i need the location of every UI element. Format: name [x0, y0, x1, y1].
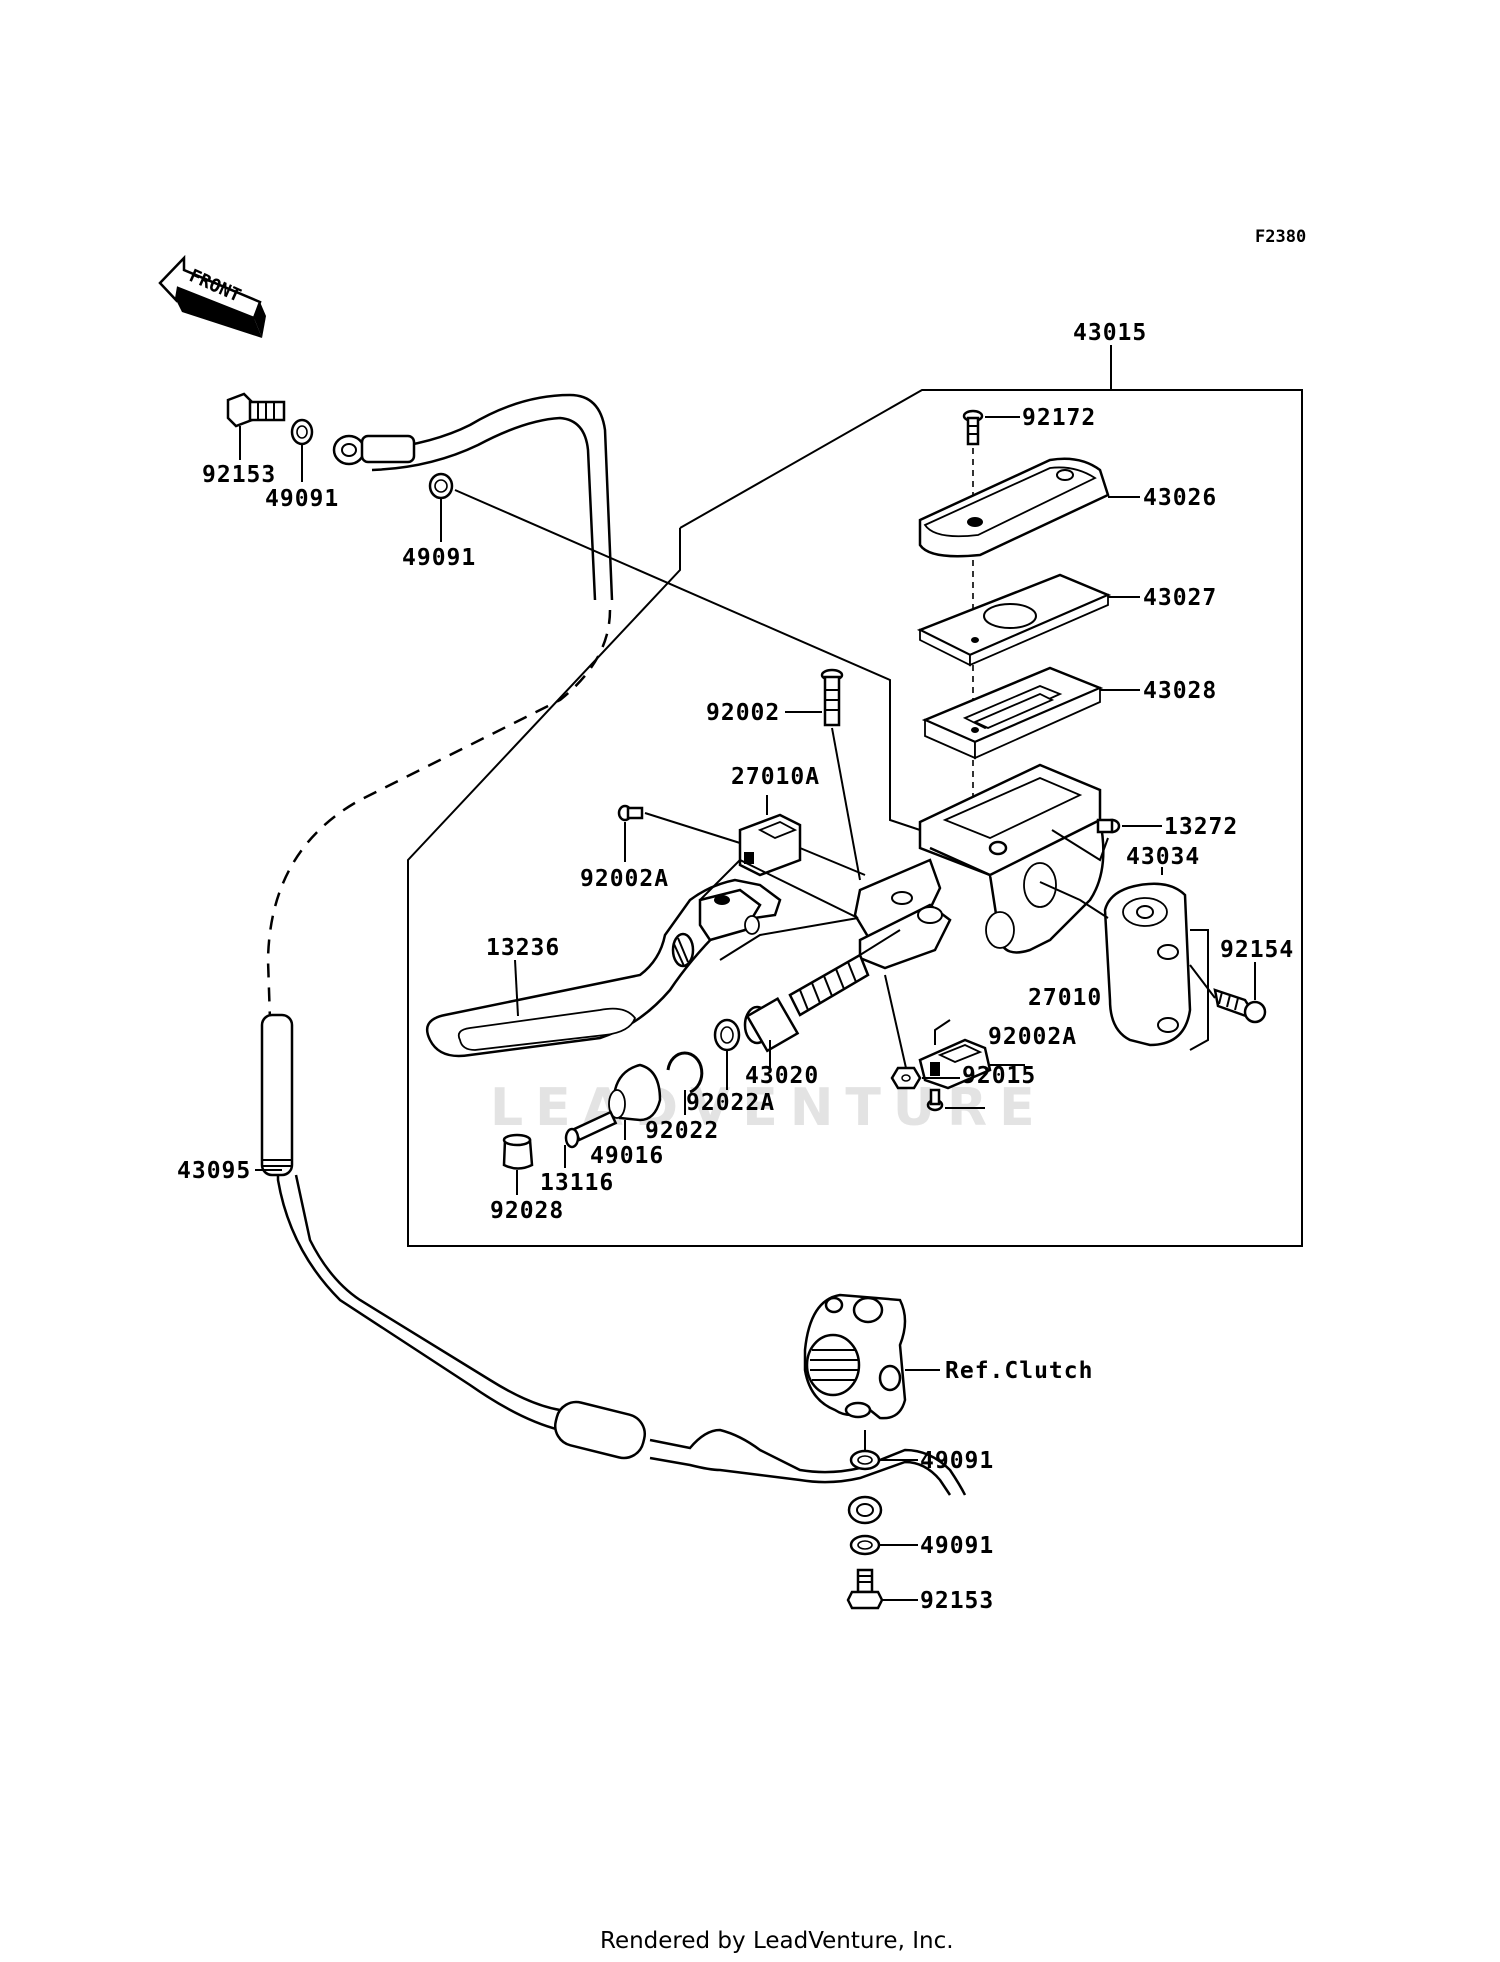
label-49016: 49016 — [590, 1143, 664, 1169]
label-49091-bottom-a: 49091 — [920, 1448, 994, 1474]
clutch-lever-13236 — [425, 878, 782, 1058]
footer-credit: Rendered by LeadVenture, Inc. — [600, 1928, 954, 1954]
pivot-bolt-92002 — [820, 668, 844, 727]
circlip-92022 — [666, 1051, 704, 1094]
bolt-92154 — [1213, 988, 1267, 1024]
part-labels: 43015 92172 43026 43027 43028 92002 2701… — [177, 320, 1294, 1614]
seal-92022A — [713, 1018, 741, 1052]
washer-top-a — [290, 418, 314, 446]
clutch-hose — [260, 393, 967, 1525]
label-92028: 92028 — [490, 1198, 564, 1224]
label-13236: 13236 — [486, 935, 560, 961]
label-49091-top-a: 49091 — [265, 486, 339, 512]
banjo-bolt-top — [226, 392, 286, 428]
label-92022A: 92022A — [686, 1090, 775, 1116]
label-43034: 43034 — [1126, 844, 1200, 870]
washer-bottom-b — [849, 1534, 881, 1556]
label-43028: 43028 — [1143, 678, 1217, 704]
label-43015: 43015 — [1073, 320, 1147, 346]
cap-92028 — [502, 1133, 534, 1170]
figure-code: F2380 — [1255, 227, 1306, 247]
label-49091-top-b: 49091 — [402, 545, 476, 571]
washer-bottom-a — [849, 1449, 881, 1471]
screw-13272 — [1096, 818, 1121, 834]
front-arrow-icon: FRONT — [158, 254, 266, 338]
label-92002: 92002 — [706, 700, 780, 726]
assembly-outline — [407, 389, 1303, 1247]
label-13272: 13272 — [1164, 814, 1238, 840]
label-92002A-b: 92002A — [988, 1024, 1077, 1050]
label-27010: 27010 — [1028, 985, 1102, 1011]
label-92153-bottom: 92153 — [920, 1588, 994, 1614]
label-43020: 43020 — [745, 1063, 819, 1089]
screw-92002A-a — [617, 804, 644, 822]
label-92022: 92022 — [645, 1118, 719, 1144]
label-49091-bottom-b: 49091 — [920, 1533, 994, 1559]
banjo-bolt-bottom — [846, 1568, 884, 1610]
switch-27010A — [738, 813, 802, 877]
label-43095: 43095 — [177, 1158, 251, 1184]
boot-49016 — [608, 1063, 662, 1122]
pushrod-13116 — [564, 1110, 618, 1149]
label-92002A-a: 92002A — [580, 866, 669, 892]
reservoir-plate-43027 — [916, 573, 1112, 667]
diaphragm-43028 — [921, 666, 1104, 760]
label-92154: 92154 — [1220, 937, 1294, 963]
piston-43020 — [743, 929, 901, 1053]
screw-92172 — [962, 409, 984, 446]
label-92172: 92172 — [1022, 405, 1096, 431]
master-cylinder-body — [853, 763, 1105, 970]
screw-92002A-b — [926, 1088, 944, 1112]
label-43026: 43026 — [1143, 485, 1217, 511]
washer-top-b — [428, 472, 454, 500]
reservoir-cap-43026 — [918, 457, 1110, 558]
label-92153-top: 92153 — [202, 462, 276, 488]
nut-92015 — [890, 1066, 922, 1090]
switch-27010 — [918, 1038, 992, 1090]
label-ref-clutch: Ref.Clutch — [945, 1358, 1093, 1384]
label-92015: 92015 — [962, 1063, 1036, 1089]
clamp-43034 — [1103, 882, 1192, 1047]
label-27010A: 27010A — [731, 764, 820, 790]
label-13116: 13116 — [540, 1170, 614, 1196]
clutch-slave-cylinder — [803, 1293, 907, 1420]
label-43027: 43027 — [1143, 585, 1217, 611]
